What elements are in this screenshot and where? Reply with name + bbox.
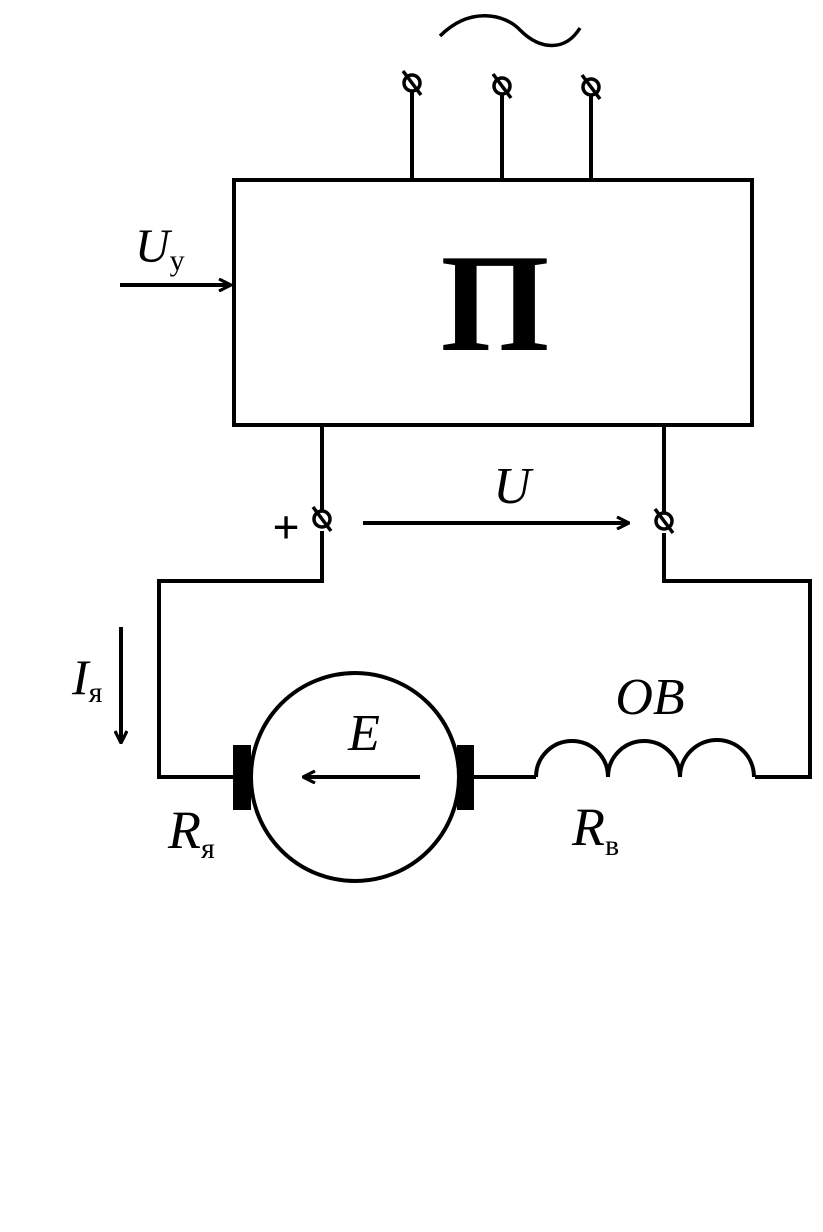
positive-polarity-label: + (272, 501, 299, 554)
field-winding-coil (534, 738, 756, 778)
converter-block (232, 178, 754, 427)
terminal-positive (311, 505, 333, 533)
terminal-negative (653, 507, 675, 535)
terminal-phase-1 (401, 69, 423, 97)
brush-left (233, 745, 251, 810)
output-voltage-label: U (493, 458, 534, 515)
emf-label: E (347, 705, 380, 762)
field-winding-label: ОВ (615, 669, 684, 726)
ac-input-terminals (401, 69, 602, 180)
control-voltage-label: Uу (135, 220, 185, 277)
terminal-phase-3 (580, 73, 602, 101)
armature-resistance-label: Rя (167, 800, 215, 865)
field-resistance-label: Rв (571, 797, 619, 862)
terminal-phase-2 (491, 72, 513, 100)
ac-supply-tilde: ~ (438, 14, 582, 48)
wire-right (662, 533, 812, 779)
brush-right (457, 745, 474, 810)
armature-current-label: Iя (71, 649, 103, 709)
wire-left (157, 531, 324, 779)
converter-label: П (441, 226, 550, 381)
